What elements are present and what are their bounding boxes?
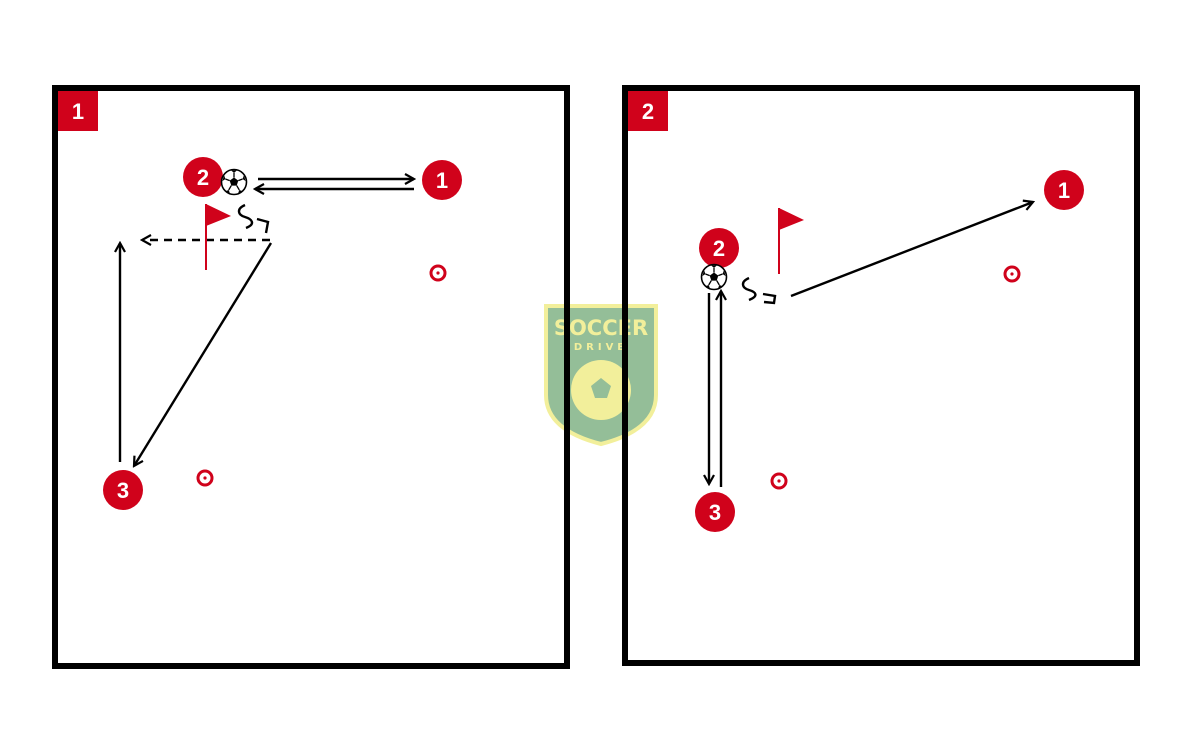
diagram-2: 2 2 1 <box>622 85 1140 666</box>
player-1: 1 <box>1044 170 1084 210</box>
diagram-label-badge <box>58 91 98 131</box>
logo-text-line2: DRIVE <box>574 342 628 353</box>
player-number: 2 <box>713 236 725 261</box>
flag-icon <box>205 204 231 270</box>
dribble-end-mark <box>762 292 777 305</box>
player-2: 2 <box>183 157 223 197</box>
player-number: 1 <box>436 168 448 193</box>
pass-to-3-arrow <box>134 242 273 466</box>
diagram-label: 2 <box>642 99 654 124</box>
player-number: 2 <box>197 165 209 190</box>
player-3: 3 <box>695 492 735 532</box>
dribble-path <box>741 276 757 302</box>
player-number: 1 <box>1058 178 1070 203</box>
cone-icon <box>429 264 447 282</box>
player-number: 3 <box>117 478 129 503</box>
field-border <box>622 85 1140 666</box>
dribble-end-mark <box>256 217 270 234</box>
watermark-logo: SOCCER DRIVE <box>544 304 658 447</box>
diagram-label-badge <box>628 91 668 131</box>
flag-icon <box>778 208 804 274</box>
player-2: 2 <box>699 228 739 268</box>
player-1: 1 <box>422 160 462 200</box>
cone-icon <box>1003 265 1021 283</box>
logo-star-icon <box>591 378 611 398</box>
diagram-label: 1 <box>72 99 84 124</box>
diagram-1: 1 2 <box>52 85 570 669</box>
field-border <box>52 85 570 669</box>
player-3: 3 <box>103 470 143 510</box>
ball-icon <box>220 168 248 196</box>
player-number: 3 <box>709 500 721 525</box>
ball-icon <box>700 263 728 291</box>
dribble-path <box>237 203 254 230</box>
cone-icon <box>770 472 788 490</box>
cone-icon <box>196 469 214 487</box>
pass-to-1-arrow <box>790 202 1033 298</box>
